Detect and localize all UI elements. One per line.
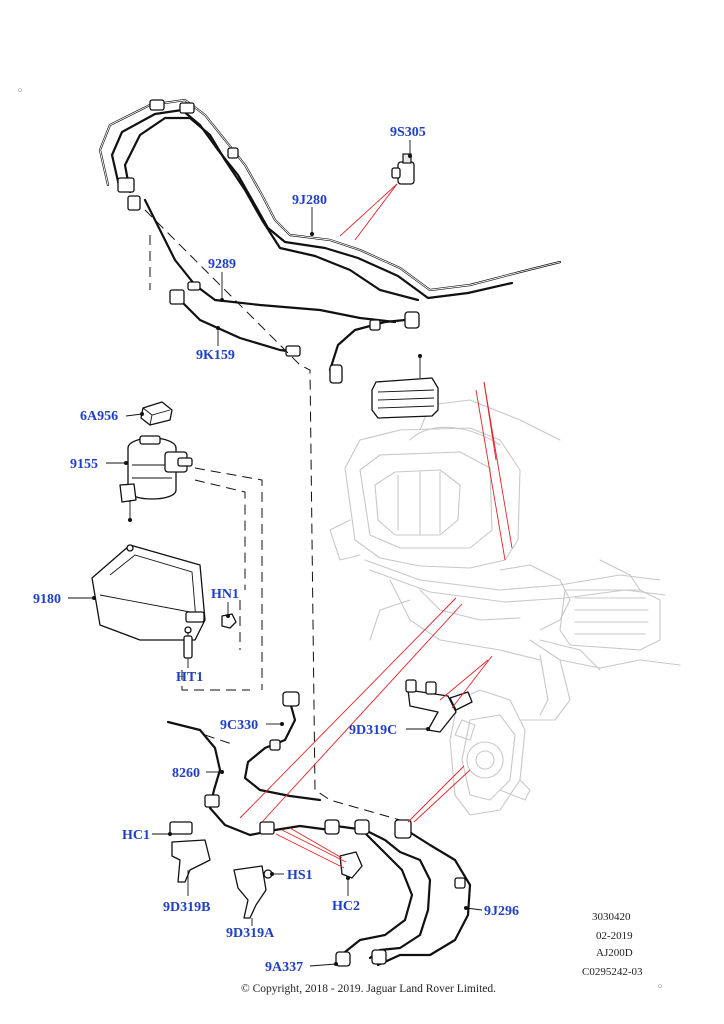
callout-leaders (68, 140, 483, 967)
9d319c-bracket (405, 679, 473, 733)
corner-marks (18, 88, 662, 988)
callout-9289: 9289 (208, 257, 236, 272)
stamp-line-4: C0295242-03 (582, 966, 643, 978)
callout-9d319b: 9D319B (163, 900, 210, 915)
callout-9k159: 9K159 (196, 348, 235, 363)
callout-labels: 9S305 9J280 9289 9K159 6A956 9155 9180 H… (33, 125, 519, 975)
lower-fuel-hoses (166, 691, 472, 967)
callout-9c330: 9C330 (220, 718, 258, 733)
stamp-line-3: AJ200D (596, 947, 633, 959)
stamp-line-2: 02-2019 (596, 930, 633, 942)
6a956-sensor-block (140, 401, 173, 426)
callout-6a956: 6A956 (80, 409, 118, 424)
document-stamp: 3030420 02-2019 AJ200D C0295242-03 (582, 911, 643, 978)
hn1-nut (221, 613, 237, 629)
callout-9j296: 9J296 (484, 904, 519, 919)
copyright-notice: © Copyright, 2018 - 2019. Jaguar Land Ro… (241, 983, 496, 995)
callout-9s305: 9S305 (390, 125, 426, 140)
hc2-clip (339, 851, 363, 879)
callout-9j280: 9J280 (292, 193, 327, 208)
callout-9180: 9180 (33, 592, 61, 607)
callout-9a337: 9A337 (265, 960, 303, 975)
callout-hn1: HN1 (211, 587, 239, 602)
callout-8260: 8260 (172, 766, 200, 781)
stamp-line-1: 3030420 (592, 911, 631, 923)
red-highlight-leaders (239, 183, 513, 869)
callout-hc1: HC1 (122, 828, 150, 843)
9s305-connector (391, 153, 415, 185)
9155-fuel-filter (119, 435, 193, 522)
callout-9d319c: 9D319C (349, 723, 397, 738)
callout-ht1: HT1 (176, 670, 203, 685)
ghost-engine-assembly (329, 399, 681, 816)
fuel-cooler-upper (371, 354, 439, 419)
ht1-stud (183, 632, 193, 660)
9d319a-bracket (233, 865, 273, 926)
fuel-feed-return-pipes (98, 98, 562, 384)
callout-9d319a: 9D319A (226, 926, 275, 941)
callout-hs1: HS1 (287, 868, 313, 883)
assembly-dashed-lines (144, 209, 401, 821)
9180-filter-bracket (91, 544, 206, 641)
callout-9155: 9155 (70, 457, 98, 472)
9d319b-bracket (169, 821, 211, 896)
callout-hc2: HC2 (332, 899, 360, 914)
